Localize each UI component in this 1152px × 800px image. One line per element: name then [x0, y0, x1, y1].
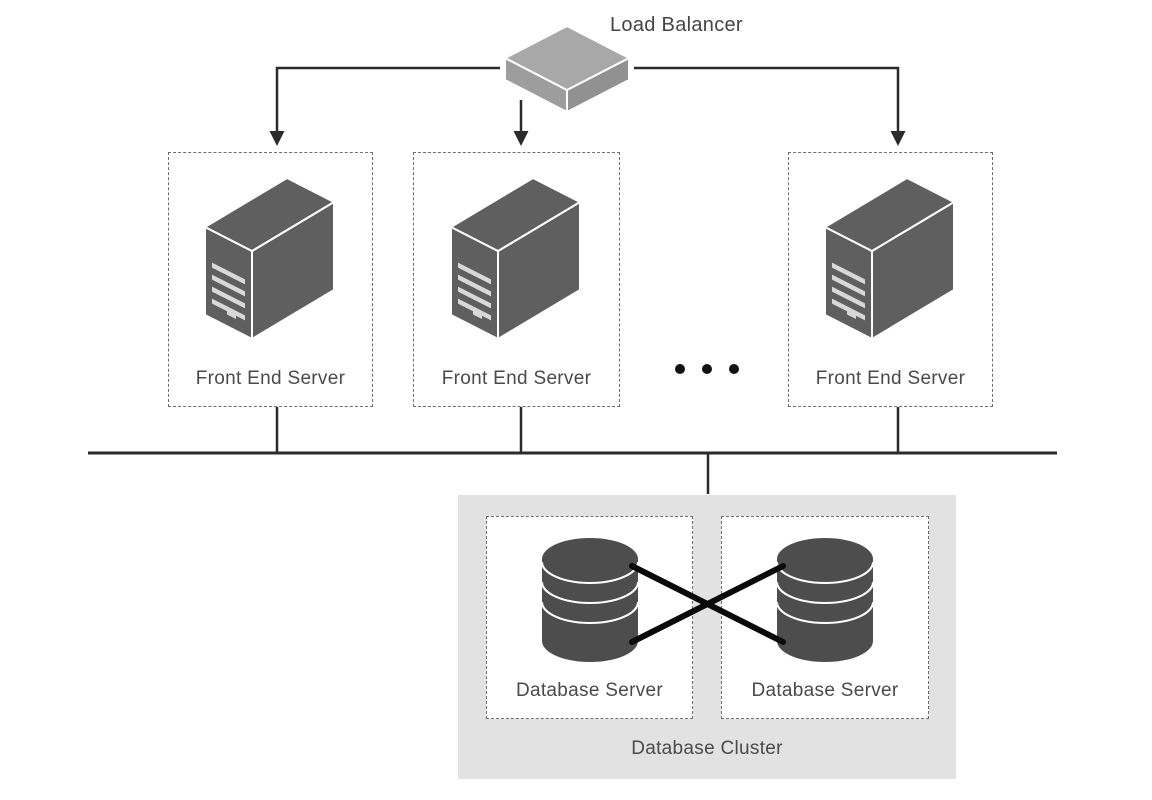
lb-to-server1-arrow — [275, 66, 500, 132]
lb-to-server3-arrow — [634, 66, 900, 132]
database-stack-icon — [775, 537, 875, 668]
frontend-server-node-1: Front End Server — [168, 152, 373, 407]
server-tower-icon — [823, 177, 957, 347]
load-balancer-label: Load Balancer — [610, 14, 743, 36]
frontend-server-node-2: Front End Server — [413, 152, 620, 407]
database-server-label: Database Server — [515, 680, 664, 701]
ellipsis-dots — [675, 364, 739, 374]
database-server-label: Database Server — [751, 680, 899, 701]
database-stack-icon — [540, 537, 640, 668]
frontend-server-label: Front End Server — [815, 368, 966, 389]
database-server-node-1: Database Server — [486, 516, 693, 719]
frontend-server-node-3: Front End Server — [788, 152, 993, 407]
server-tower-icon — [449, 177, 583, 347]
frontend-server-label: Front End Server — [441, 368, 592, 389]
ellipsis-dot — [675, 364, 685, 374]
arrowhead-down — [513, 131, 529, 146]
database-cluster-label: Database Cluster — [631, 738, 783, 759]
load-balancer-3d-slab-icon — [502, 24, 632, 121]
database-server-node-2: Database Server — [721, 516, 929, 719]
arrowhead-down — [890, 131, 906, 146]
server-tower-icon — [203, 177, 337, 347]
ellipsis-dot — [702, 364, 712, 374]
frontend-server-label: Front End Server — [195, 368, 346, 389]
ellipsis-dot — [729, 364, 739, 374]
arrowhead-down — [269, 131, 285, 146]
